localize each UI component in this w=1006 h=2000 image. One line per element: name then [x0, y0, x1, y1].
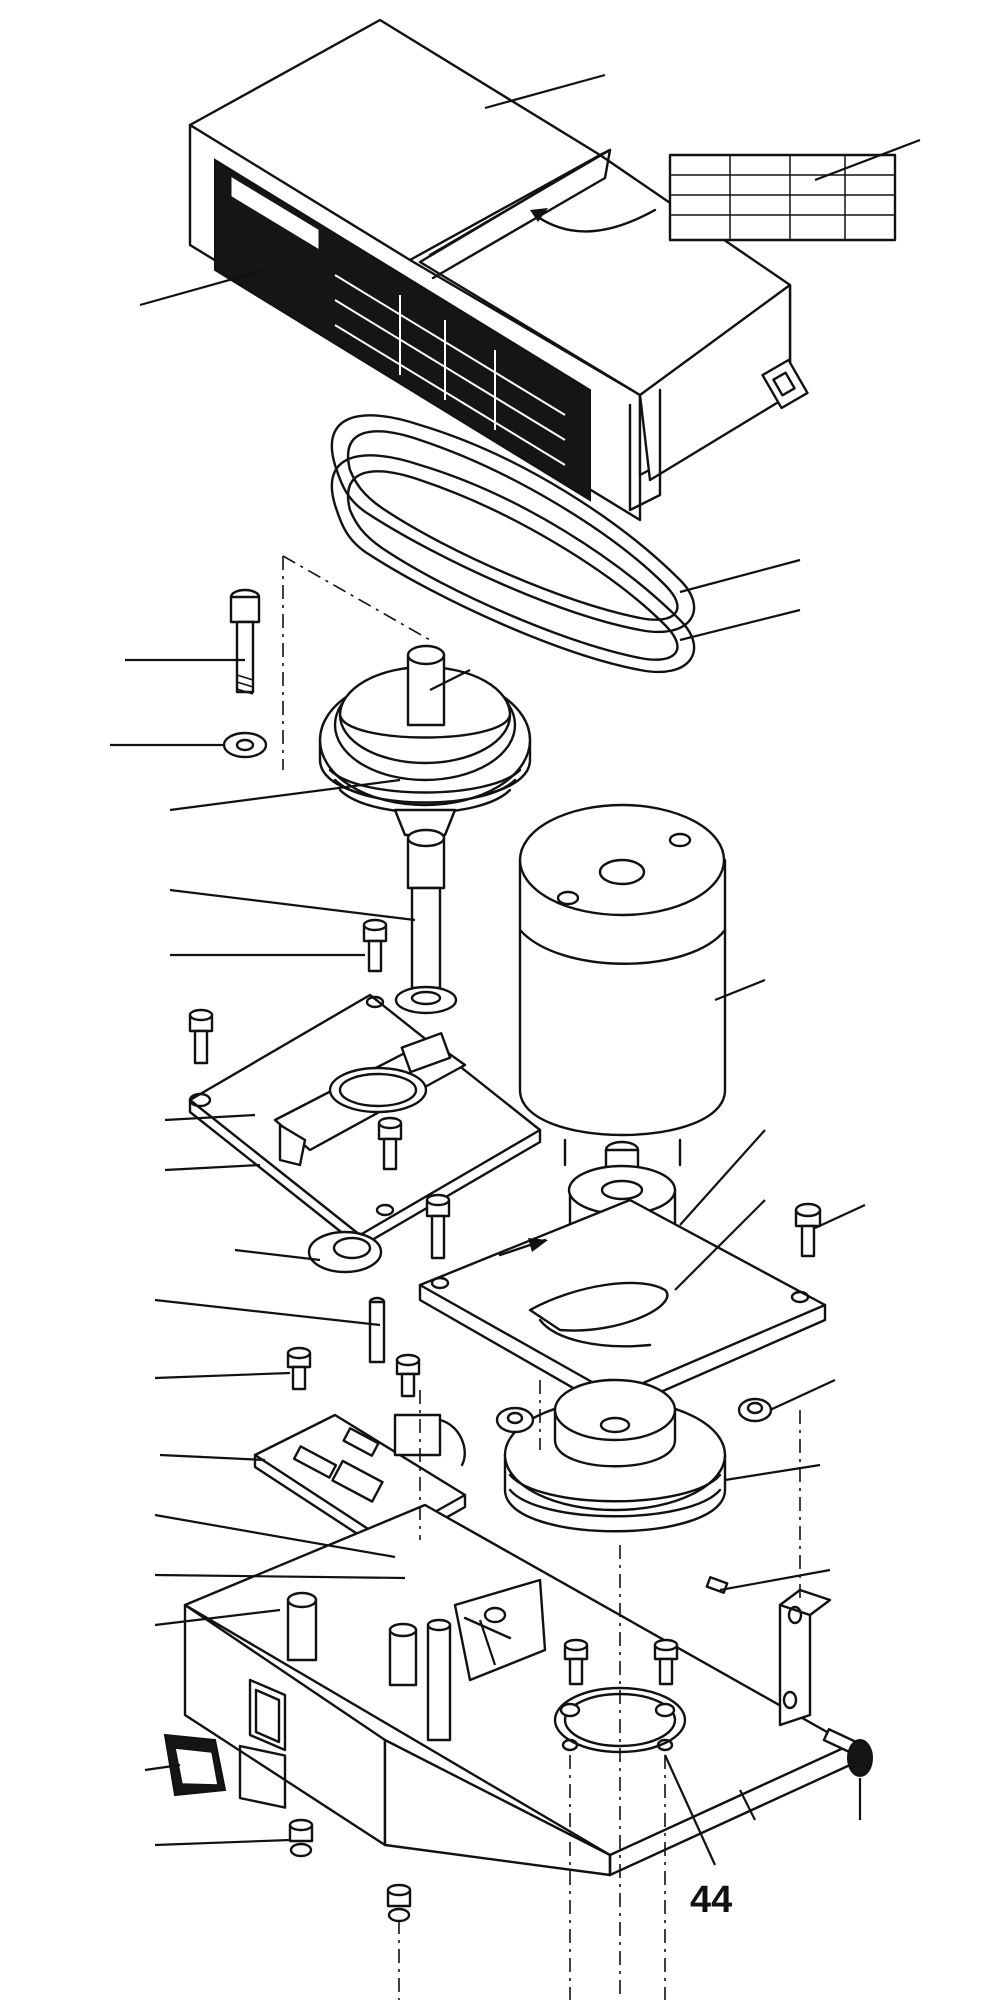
screw-board-2: [395, 1353, 421, 1398]
screw-bottom-1: [288, 1818, 314, 1858]
grommet-right: [737, 1397, 773, 1423]
drive-motor: [518, 803, 727, 1187]
screw-plate-2: [188, 1008, 214, 1065]
arrow-card-to-cover: [533, 208, 657, 233]
side-bracket: [778, 1588, 832, 1727]
switch-part: [453, 1578, 547, 1682]
rubber-foot: [163, 1733, 227, 1797]
arrow-head: [530, 208, 548, 222]
base-chassis: [183, 1503, 852, 1877]
standoff-2: [388, 1622, 418, 1687]
set-screw: [705, 1576, 729, 1594]
standoff-1: [286, 1591, 318, 1662]
alignment-line-top: [282, 555, 431, 641]
screw-right-1: [794, 1202, 822, 1258]
standoff-long: [426, 1618, 452, 1742]
screw-board-1: [286, 1346, 312, 1391]
screw-plate-1: [362, 918, 388, 973]
lower-pulley: [503, 1378, 727, 1533]
long-cap-screw: [229, 588, 261, 695]
part-number-label: 44: [690, 1879, 732, 1921]
lock-washer-left: [222, 731, 268, 759]
screw-plate-4: [425, 1193, 451, 1260]
screw-bottom-2: [386, 1883, 412, 1923]
grommet-left: [495, 1406, 535, 1434]
circuit-board: [253, 1413, 467, 1554]
screw-base-2: [653, 1638, 679, 1686]
slotted-bracket: [273, 1032, 467, 1167]
drive-belt: [330, 414, 696, 674]
screw-base-1: [563, 1638, 589, 1686]
guide-pin: [368, 1296, 386, 1364]
upper-pulley: [318, 644, 532, 837]
leader-lines: [110, 73, 921, 1866]
screw-plate-3: [377, 1116, 403, 1171]
adjustment-knob: [822, 1728, 873, 1777]
cam-disc: [307, 1230, 383, 1274]
cover-front-label-panel: [214, 158, 591, 502]
pulley-shaft: [394, 828, 458, 1015]
reference-table-card: [668, 153, 897, 242]
